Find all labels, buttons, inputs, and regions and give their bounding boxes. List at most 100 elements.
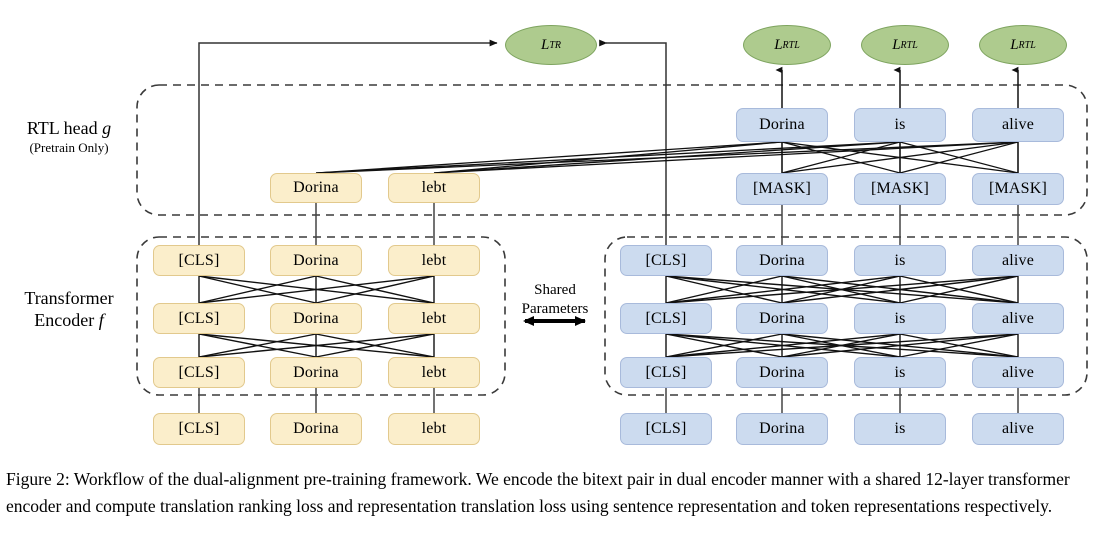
rtl-tgt-mask-1: [MASK] — [736, 173, 828, 205]
diagram-connections — [136, 39, 1088, 413]
enc-tgt-l2-cls-label: [CLS] — [645, 309, 687, 327]
rtl-head-attention-lines — [781, 141, 1019, 174]
enc-tgt-l3-dorina-label: Dorina — [759, 251, 805, 269]
loss-tr-connector-source — [198, 39, 498, 245]
input-src-lebt: lebt — [388, 413, 480, 445]
rtl-tgt-pred-alive-label: alive — [1001, 116, 1035, 133]
rtl-tgt-mask-3: [MASK] — [972, 173, 1064, 205]
enc-tgt-l1-dorina-label: Dorina — [759, 363, 805, 381]
rtl-head-sublabel: (Pretrain Only) — [29, 139, 109, 155]
rtl-head-symbol: g — [102, 118, 112, 138]
enc-tgt-l2-alive-label: alive — [1001, 309, 1035, 327]
enc-tgt-l2-dorina: Dorina — [736, 303, 828, 334]
input-tgt-is: is — [854, 413, 946, 445]
rtl-src-lebt-label: lebt — [421, 179, 447, 196]
input-tgt-cls-label: [CLS] — [645, 420, 687, 437]
enc-tgt-l1-cls-label: [CLS] — [645, 363, 687, 381]
figure-diagram: RTL head g (Pretrain Only) Transformer E… — [4, 25, 1088, 445]
source-attention-layer-1 — [198, 333, 435, 358]
enc-src-l2-cls: [CLS] — [153, 303, 245, 334]
rtl-tgt-mask-1-label: [MASK] — [752, 180, 812, 197]
loss-rtl-2-symbol: L — [892, 36, 901, 53]
rtl-tgt-pred-dorina: Dorina — [736, 108, 828, 142]
rtl-head-dashed-box — [136, 84, 1088, 216]
rtl-head-label: RTL head g (Pretrain Only) — [8, 118, 130, 155]
input-tgt-dorina-label: Dorina — [759, 420, 805, 437]
shared-label-line2: Parameters — [521, 300, 589, 317]
enc-tgt-l1-cls: [CLS] — [620, 357, 712, 388]
enc-tgt-l1-alive-label: alive — [1001, 363, 1035, 381]
enc-src-l2-dorina-label: Dorina — [293, 309, 339, 327]
enc-tgt-l3-alive: alive — [972, 245, 1064, 276]
loss-rtl-2-subscript: RTL — [900, 39, 918, 51]
enc-src-l3-lebt: lebt — [388, 245, 480, 276]
enc-src-l1-cls-label: [CLS] — [178, 363, 220, 381]
enc-tgt-l2-is-label: is — [894, 309, 906, 327]
shared-label-line1: Shared — [534, 282, 576, 298]
target-encoder-dashed-box — [604, 236, 1088, 396]
enc-src-l1-dorina-label: Dorina — [293, 363, 339, 381]
encoder-label-line1: Transformer — [24, 288, 114, 308]
loss-rtl-1-subscript: RTL — [782, 39, 800, 51]
input-src-lebt-label: lebt — [421, 420, 447, 437]
rtl-tgt-mask-2: [MASK] — [854, 173, 946, 205]
rtl-tgt-pred-is-label: is — [894, 116, 906, 133]
enc-tgt-l3-is-label: is — [894, 251, 906, 269]
enc-tgt-l3-cls-label: [CLS] — [645, 251, 687, 269]
input-tgt-cls: [CLS] — [620, 413, 712, 445]
enc-tgt-l2-dorina-label: Dorina — [759, 309, 805, 327]
target-attention-layer-2 — [665, 275, 1019, 304]
rtl-tgt-mask-3-label: [MASK] — [988, 180, 1048, 197]
enc-src-l1-cls: [CLS] — [153, 357, 245, 388]
enc-tgt-l3-alive-label: alive — [1001, 251, 1035, 269]
enc-src-l2-lebt: lebt — [388, 303, 480, 334]
loss-rtl-arrows — [775, 66, 1019, 108]
enc-src-l2-lebt-label: lebt — [421, 309, 447, 327]
loss-rtl-1-symbol: L — [774, 36, 783, 53]
enc-src-l1-lebt-label: lebt — [421, 363, 447, 381]
rtl-src-dorina-label: Dorina — [293, 179, 339, 196]
encoder-label-line2: Encoder — [34, 309, 95, 330]
enc-tgt-l1-is: is — [854, 357, 946, 388]
enc-tgt-l1-is-label: is — [894, 363, 906, 381]
encoder-symbol: f — [98, 309, 104, 330]
rtl-tgt-pred-alive: alive — [972, 108, 1064, 142]
input-src-dorina-label: Dorina — [293, 420, 339, 437]
transformer-encoder-label: Transformer Encoder f — [4, 288, 134, 331]
shared-parameters-label: Shared Parameters — [505, 281, 605, 319]
target-token-flow-lines — [665, 142, 1019, 413]
loss-tr-symbol: L — [540, 36, 550, 53]
rtl-head-label-text: RTL head — [26, 118, 98, 138]
input-tgt-alive-label: alive — [1001, 420, 1035, 437]
rtl-src-lebt: lebt — [388, 173, 480, 203]
loss-tr-subscript: TR — [549, 39, 561, 51]
input-src-cls: [CLS] — [153, 413, 245, 445]
enc-tgt-l1-alive: alive — [972, 357, 1064, 388]
source-token-flow-lines — [198, 203, 435, 413]
source-attention-layer-2 — [198, 275, 435, 304]
enc-src-l3-cls: [CLS] — [153, 245, 245, 276]
input-src-dorina: Dorina — [270, 413, 362, 445]
enc-src-l3-dorina-label: Dorina — [293, 251, 339, 269]
figure-caption: Figure 2: Workflow of the dual-alignment… — [6, 469, 1070, 517]
source-encoder-dashed-box — [136, 236, 506, 396]
enc-src-l1-lebt: lebt — [388, 357, 480, 388]
loss-rtl-3-symbol: L — [1010, 36, 1019, 53]
input-tgt-dorina: Dorina — [736, 413, 828, 445]
enc-src-l3-dorina: Dorina — [270, 245, 362, 276]
enc-tgt-l1-dorina: Dorina — [736, 357, 828, 388]
rtl-tgt-pred-is: is — [854, 108, 946, 142]
enc-src-l3-cls-label: [CLS] — [178, 251, 220, 269]
rtl-src-dorina: Dorina — [270, 173, 362, 203]
enc-tgt-l2-cls: [CLS] — [620, 303, 712, 334]
loss-tr-connector-target — [599, 39, 667, 245]
loss-rtl-3-subscript: RTL — [1018, 39, 1036, 51]
enc-src-l3-lebt-label: lebt — [421, 251, 447, 269]
enc-tgt-l2-is: is — [854, 303, 946, 334]
rtl-tgt-mask-2-label: [MASK] — [870, 180, 930, 197]
enc-tgt-l3-dorina: Dorina — [736, 245, 828, 276]
